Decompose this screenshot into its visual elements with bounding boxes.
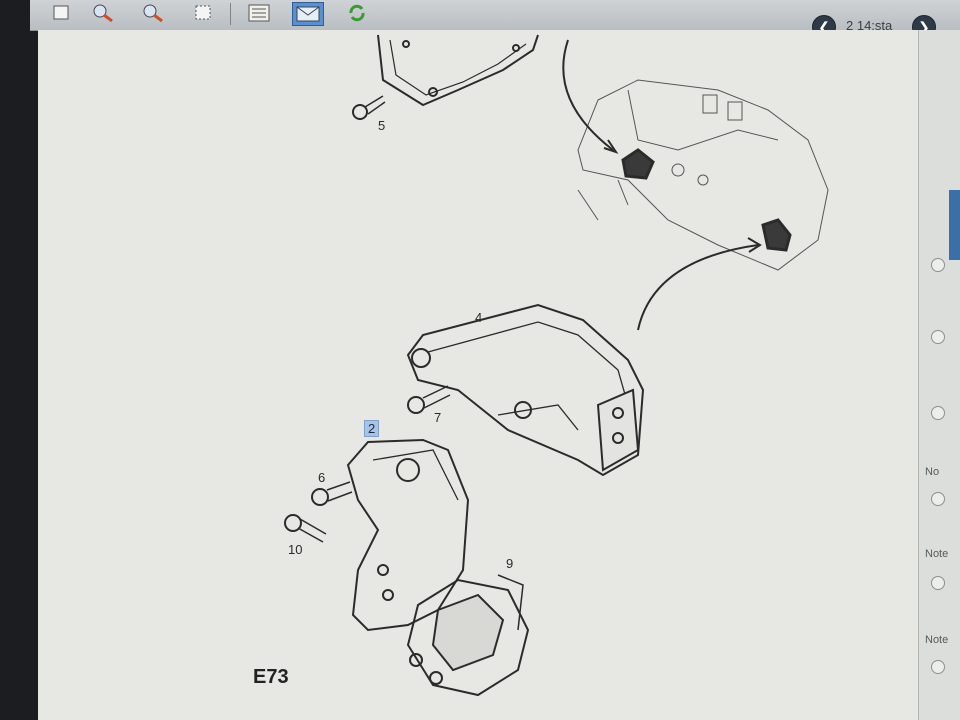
mail-icon[interactable]	[292, 2, 324, 26]
radio-button[interactable]	[931, 660, 945, 674]
callout-4[interactable]: 4	[475, 310, 483, 325]
radio-button[interactable]	[931, 576, 945, 590]
zoom-in-icon[interactable]	[90, 2, 116, 24]
list-icon[interactable]	[246, 2, 272, 24]
callout-5[interactable]: 5	[378, 118, 386, 133]
diagram-viewport[interactable]: 5 4 7 2 6 10 9 E73	[38, 30, 918, 720]
page-label: 2 14:sta	[846, 18, 893, 33]
side-panel: No Note Note	[918, 30, 960, 720]
side-panel-tab[interactable]	[949, 190, 960, 260]
side-panel-item-label: Note	[925, 634, 949, 646]
radio-button[interactable]	[931, 258, 945, 272]
fit-page-icon[interactable]	[190, 2, 216, 24]
radio-button[interactable]	[931, 492, 945, 506]
page-icon[interactable]	[48, 2, 74, 24]
callout-7[interactable]: 7	[434, 410, 442, 425]
callout-2-selected[interactable]: 2	[364, 420, 380, 437]
callout-6[interactable]: 6	[318, 470, 326, 485]
radio-button[interactable]	[931, 330, 945, 344]
arrow-right-icon[interactable]: ❯	[912, 15, 936, 39]
callout-9[interactable]: 9	[506, 556, 514, 571]
zoom-out-icon[interactable]	[140, 2, 166, 24]
monitor-bezel	[0, 0, 42, 720]
figure-code: E73	[253, 666, 289, 688]
callout-10[interactable]: 10	[288, 542, 303, 557]
radio-button[interactable]	[931, 406, 945, 420]
side-panel-item-label: Note	[925, 548, 949, 560]
parts-diagram	[284, 34, 829, 697]
side-panel-item-label: No	[925, 466, 940, 478]
refresh-icon[interactable]	[344, 2, 370, 24]
